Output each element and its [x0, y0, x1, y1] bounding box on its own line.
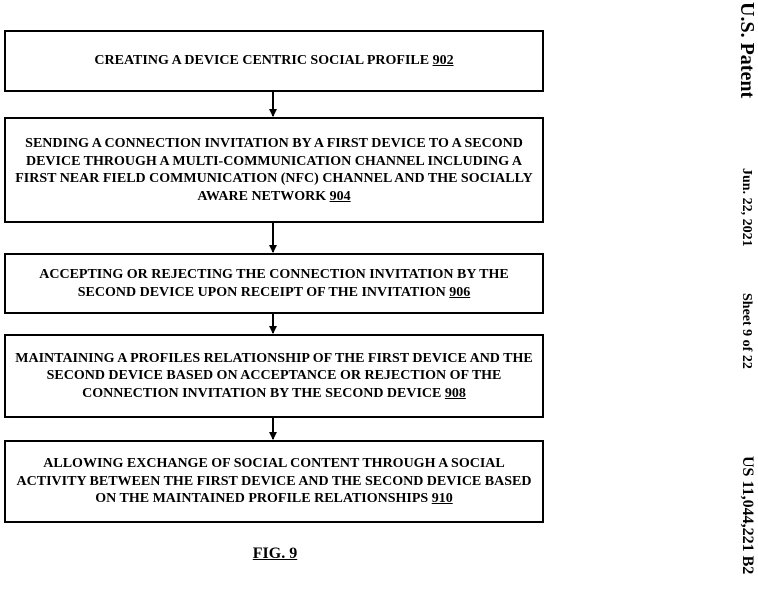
patent-header-margin: U.S. Patent Jun. 22, 2021 Sheet 9 of 22 … — [730, 0, 758, 597]
patent-number: US 11,044,221 B2 — [739, 456, 756, 575]
step-902-text: CREATING A DEVICE CENTRIC SOCIAL PROFILE — [94, 53, 430, 69]
step-904-box: SENDING A CONNECTION INVITATION BY A FIR… — [4, 117, 544, 223]
step-904-ref: 904 — [329, 188, 351, 204]
figure-label: FIG. 9 — [252, 545, 298, 562]
patent-label: U.S. Patent — [736, 2, 758, 99]
step-908-box: MAINTAINING A PROFILES RELATIONSHIP OF T… — [4, 334, 544, 418]
sheet-number: Sheet 9 of 22 — [739, 293, 754, 369]
step-910-box: ALLOWING EXCHANGE OF SOCIAL CONTENT THRO… — [4, 440, 544, 523]
step-902-ref: 902 — [432, 53, 454, 69]
step-902-box: CREATING A DEVICE CENTRIC SOCIAL PROFILE… — [4, 30, 544, 92]
step-908-ref: 908 — [444, 385, 466, 401]
step-906-text: ACCEPTING OR REJECTING THE CONNECTION IN… — [39, 267, 509, 300]
step-910-text: ALLOWING EXCHANGE OF SOCIAL CONTENT THRO… — [16, 456, 532, 507]
step-906-ref: 906 — [449, 284, 471, 300]
step-906-box: ACCEPTING OR REJECTING THE CONNECTION IN… — [4, 253, 544, 314]
step-908-text: MAINTAINING A PROFILES RELATIONSHIP OF T… — [15, 350, 533, 401]
step-910-ref: 910 — [431, 491, 453, 507]
step-904-text: SENDING A CONNECTION INVITATION BY A FIR… — [15, 136, 533, 204]
patent-date: Jun. 22, 2021 — [739, 168, 754, 247]
